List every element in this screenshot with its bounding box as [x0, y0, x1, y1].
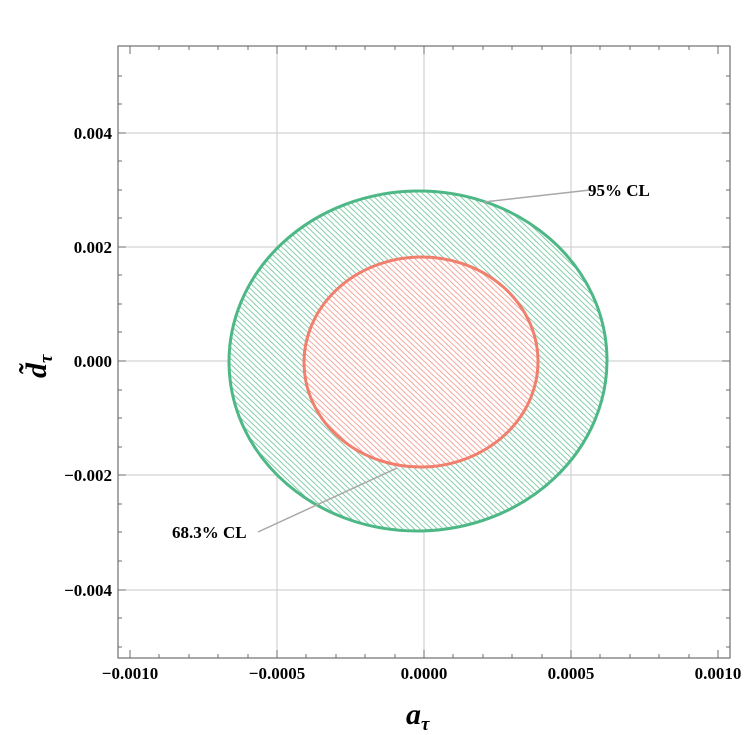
x-tick-label: −0.0005 [249, 664, 305, 683]
y-tick-label: −0.004 [64, 581, 112, 600]
x-axis-title: aτ [406, 698, 430, 735]
x-tick-label: 0.0010 [695, 664, 742, 683]
callout-line-95 [483, 189, 591, 203]
y-tick-label: 0.004 [74, 124, 113, 143]
y-tick-label: 0.000 [74, 352, 112, 371]
ellipse-68-cl [302, 255, 540, 469]
callout-line-68 [257, 467, 398, 533]
x-tick-label: 0.0005 [548, 664, 595, 683]
y-tick-label: 0.002 [74, 238, 112, 257]
y-tick-label: −0.002 [64, 466, 112, 485]
annotation-68-cl: 68.3% CL [172, 523, 247, 542]
y-tick-labels: 0.004 0.002 0.000 −0.002 −0.004 [64, 124, 112, 600]
annotation-95-cl: 95% CL [588, 181, 650, 200]
y-ticks [118, 75, 730, 648]
x-tick-label: −0.0010 [102, 664, 158, 683]
x-ticks [129, 46, 719, 658]
x-tick-labels: −0.0010 −0.0005 0.0000 0.0005 0.0010 [102, 664, 742, 683]
x-tick-label: 0.0000 [401, 664, 448, 683]
y-axis-title: d̃τ [18, 354, 57, 378]
